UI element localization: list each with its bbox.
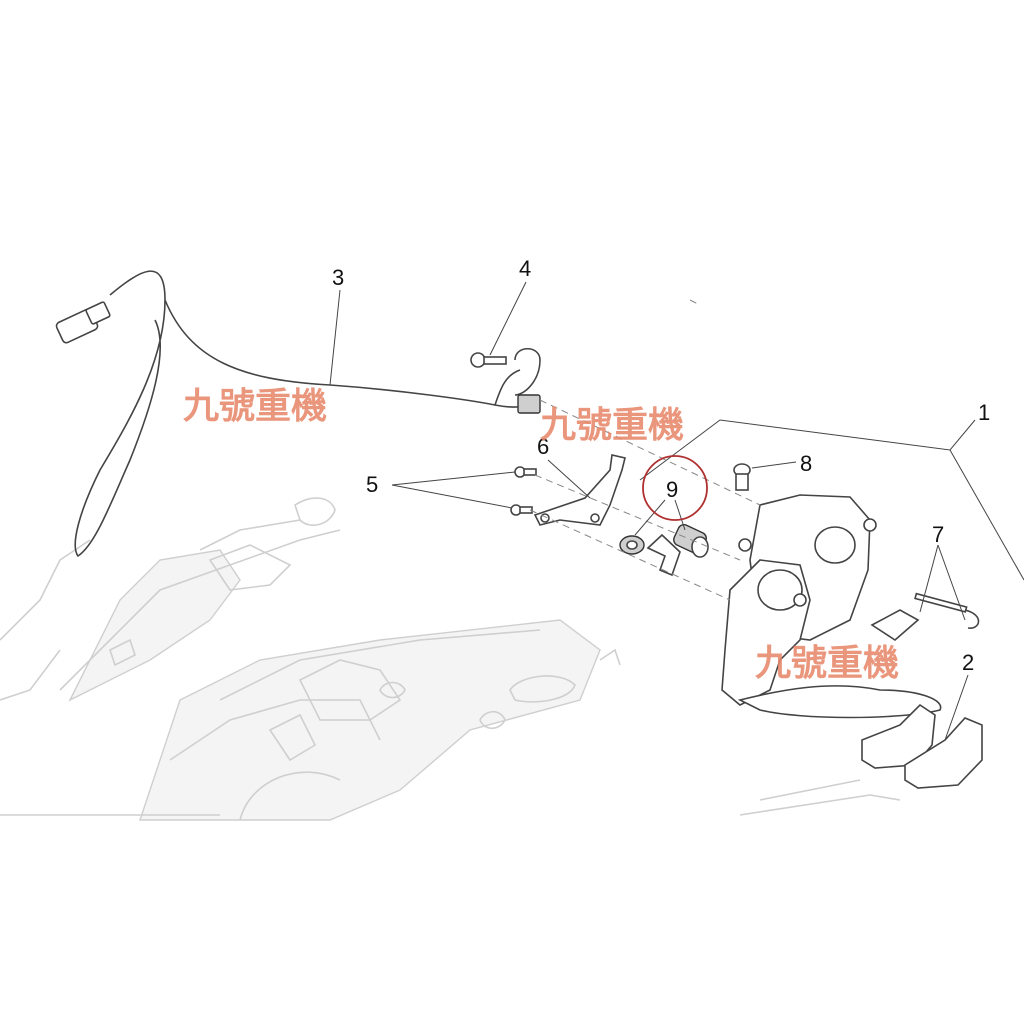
assembly-lines [529,299,761,601]
seal-kit [619,523,709,577]
leader-lines [329,281,1024,741]
callout-8: 8 [800,451,812,476]
pad-pin-kit [870,592,980,642]
callout-3: 3 [332,265,344,290]
callout-1: 1 [978,400,990,425]
brake-pads [861,703,983,789]
callout-2: 2 [962,650,974,675]
callout-9: 9 [666,477,678,502]
callout-5: 5 [366,472,378,497]
callout-labels: 1 2 3 4 5 6 7 8 9 [332,256,990,675]
callout-6: 6 [537,434,549,459]
callout-7: 7 [932,522,944,547]
watermark-2: 九號重機 [540,405,684,446]
brake-caliper [721,494,942,719]
highlight-circle [642,455,708,521]
watermark-1: 九號重機 [183,386,327,427]
sensor-bolt [470,347,541,414]
watermarks: 九號重機 九號重機 九號重機 [183,386,899,684]
ghost-frame [0,497,901,821]
callout-4: 4 [519,256,531,281]
mounting-screws [510,466,537,516]
watermark-3: 九號重機 [755,643,899,684]
bleed-valve [733,463,751,491]
sensor-cable [55,270,541,558]
sensor-bracket [533,454,626,526]
